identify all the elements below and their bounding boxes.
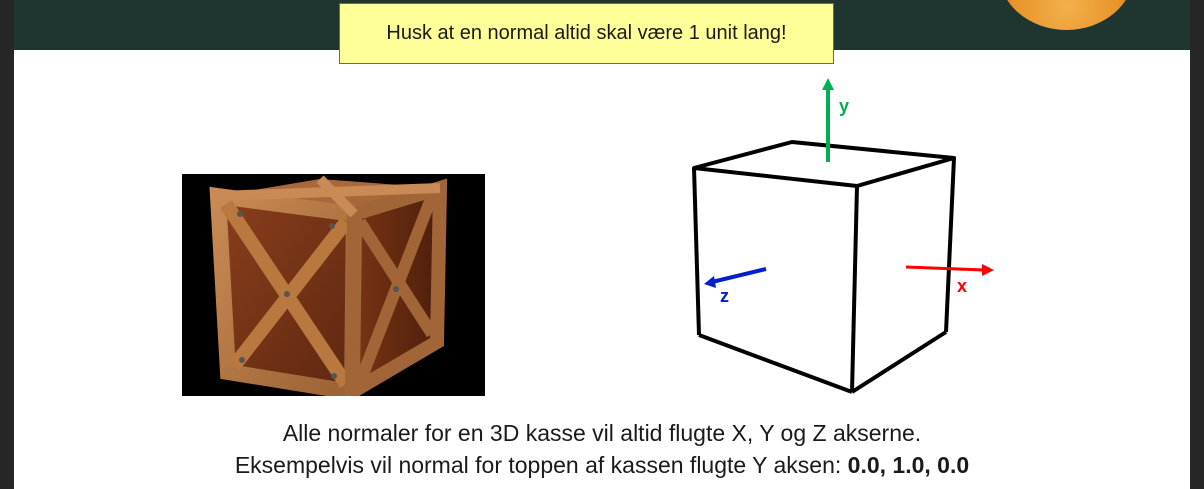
crate-illustration — [209, 175, 448, 405]
caption-line-1: Alle normaler for en 3D kasse vil altid … — [282, 420, 922, 446]
y-axis-label: y — [839, 96, 849, 116]
cube-axis-diagram: y x z — [692, 78, 994, 394]
wooden-crate-image — [182, 174, 485, 405]
z-axis-label: z — [720, 286, 729, 306]
y-axis-arrow — [822, 78, 834, 162]
x-axis-arrow — [905, 264, 994, 276]
caption-line-2: Eksempelvis vil normal for toppen af kas… — [14, 452, 1190, 479]
z-axis-arrow — [704, 267, 767, 288]
window-left-edge — [0, 0, 14, 489]
note-text: Husk at en normal altid skal være 1 unit… — [386, 22, 787, 44]
slide: Husk at en normal altid skal være 1 unit… — [14, 0, 1190, 489]
normal-value: 0.0, 1.0, 0.0 — [847, 452, 970, 478]
window-right-edge — [1190, 0, 1204, 489]
x-axis-label: x — [957, 276, 967, 296]
sticky-note: Husk at en normal altid skal være 1 unit… — [339, 3, 834, 64]
cube-outline — [692, 140, 956, 394]
caption-line-2-text: Eksempelvis vil normal for toppen af kas… — [234, 452, 848, 478]
